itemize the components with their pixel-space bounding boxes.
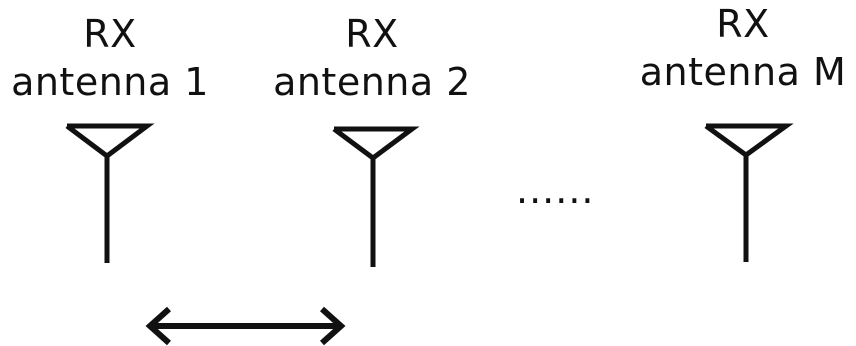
antenna-m-label: RX antenna M [630,0,856,96]
antenna-m-title: RX [716,2,770,46]
antenna-2-title: RX [345,12,399,56]
antenna-2-label: RX antenna 2 [262,10,482,106]
antenna-m-icon [704,123,794,262]
antenna-2-icon [332,126,420,267]
antenna-1-name: antenna 1 [11,60,209,104]
ellipsis-text: ...... [516,168,595,212]
antenna-2-name: antenna 2 [273,60,471,104]
antenna-m-name: antenna M [639,50,847,94]
antenna-1-icon [65,123,155,263]
antenna-1-title: RX [83,12,137,56]
antenna-1-label: RX antenna 1 [0,10,220,106]
double-headed-arrow-icon [145,306,346,346]
